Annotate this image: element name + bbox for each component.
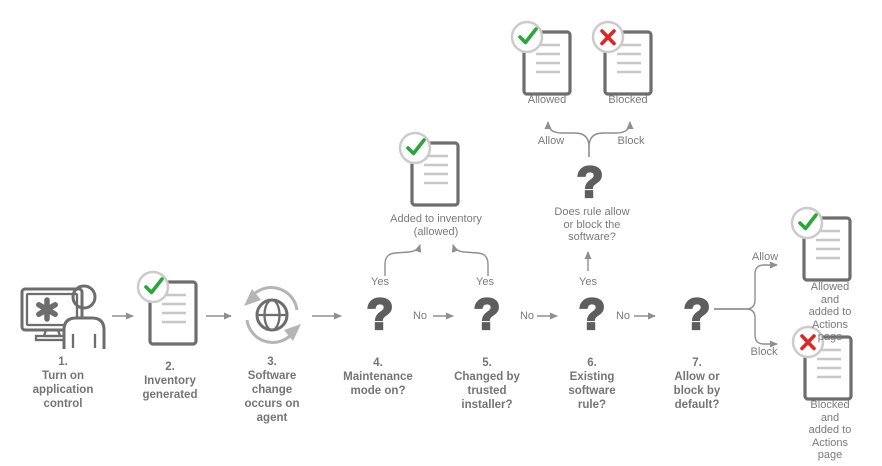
sync-arc-bottom [245, 319, 293, 344]
question-mark-step6: ? [577, 289, 606, 339]
connector-rule-block [588, 121, 634, 157]
allowed-actions-caption: Allowed and added to Actions page [808, 281, 852, 343]
blocked-actions-caption: Blocked and added to Actions page [808, 399, 852, 461]
x-icon [600, 29, 616, 46]
step7-label: 7. Allow or block by default? [673, 357, 721, 411]
actions-blocked-document-icon [791, 325, 853, 401]
no-label-step5: No [519, 310, 535, 322]
person-head [71, 284, 97, 310]
step2-label: 2. Inventory generated [142, 361, 198, 401]
question-mark-step5: ? [472, 289, 501, 339]
no-label-step6: No [615, 310, 631, 322]
rule-question-mark: ? [575, 157, 604, 207]
yes-label-step4: Yes [368, 276, 392, 288]
asterisk-icon [36, 297, 58, 322]
allow-label-rule: Allow [537, 135, 565, 147]
block-label-rule: Block [617, 135, 645, 147]
connector-step4-yes-inventory [384, 244, 422, 278]
sync-arc-top [251, 286, 299, 311]
question-mark-step4: ? [365, 289, 394, 339]
inventory-allowed-caption: Added to inventory (allowed) [390, 213, 482, 238]
monitor-icon [20, 287, 84, 332]
step6-label: 6. Existing software rule? [568, 357, 616, 411]
inventory-allowed-document-icon [398, 131, 460, 207]
sync-arrowhead-top [244, 289, 261, 306]
person-body-fill [64, 318, 104, 348]
connector-step5-yes-inventory [451, 244, 489, 278]
connector-rule-allow [544, 121, 590, 157]
application-control-icon [20, 284, 106, 349]
inventory-document-icon [136, 270, 198, 346]
actions-allowed-document-icon [790, 206, 852, 282]
connector-default-allow [714, 261, 778, 310]
block-label-default: Block [750, 346, 778, 358]
monitor-screen [25, 292, 79, 327]
check-icon [406, 138, 426, 156]
check-icon [798, 213, 818, 231]
check-icon [518, 27, 538, 45]
allow-label-default: Allow [751, 251, 779, 263]
yes-label-step5: Yes [473, 276, 497, 288]
blocked-caption: Blocked [608, 94, 648, 106]
step4-label: 4. Maintenance mode on? [343, 357, 413, 397]
check-icon [144, 277, 164, 295]
connector-default-block [714, 308, 778, 348]
step1-label: 1. Turn on application control [32, 356, 94, 410]
rule-question-caption: Does rule allow or block the software? [554, 206, 630, 243]
rule-blocked-document-icon [591, 20, 653, 96]
yes-label-step6: Yes [576, 276, 600, 288]
allowed-caption: Allowed [527, 94, 567, 106]
person-body [62, 316, 106, 349]
rule-allowed-document-icon [510, 20, 572, 96]
question-mark-step7: ? [682, 289, 711, 339]
x-icon [800, 334, 816, 351]
no-label-step4: No [412, 310, 428, 322]
software-change-icon [244, 286, 301, 344]
status-circle [136, 270, 170, 304]
sync-arrowhead-bottom [284, 324, 301, 341]
step3-label: 3. Software change occurs on agent [244, 356, 300, 424]
step5-label: 5. Changed by trusted installer? [454, 357, 520, 411]
